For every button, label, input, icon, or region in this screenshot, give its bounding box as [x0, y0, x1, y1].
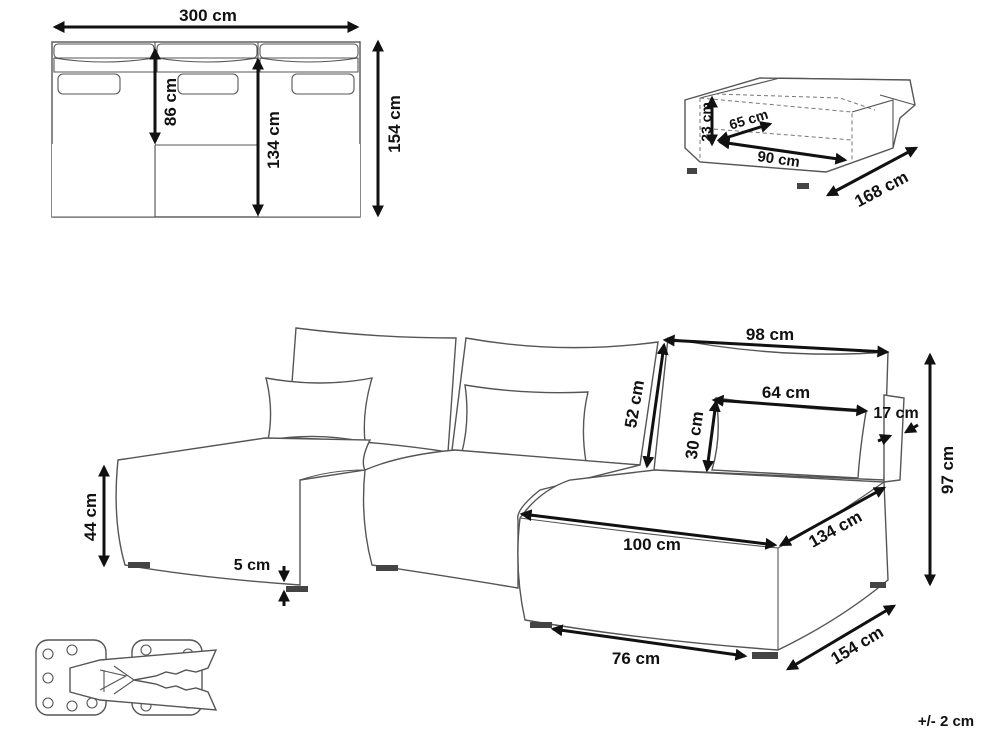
dim-back-height-line	[642, 342, 669, 469]
dim-chaise-width: 100 cm	[623, 535, 681, 554]
dim-back-width: 98 cm	[746, 325, 794, 344]
dim-total-height: 97 cm	[938, 446, 957, 494]
top-view	[51, 41, 361, 218]
dim-arm-width-right-arrow	[903, 421, 919, 434]
dim-inner-width-line	[550, 624, 748, 661]
dim-pillow-height-line	[702, 399, 721, 473]
dim-back-width-line	[662, 334, 890, 358]
dim-leg-height: 5 cm	[234, 557, 270, 574]
dim-inner-width: 76 cm	[612, 649, 660, 668]
dim-top-width: 300 cm	[179, 6, 237, 25]
dim-arm-width-left-arrow	[877, 434, 893, 446]
dim-chaise-width-line	[519, 509, 778, 550]
seat-module-middle	[362, 449, 641, 589]
dim-top-seat-depth: 86 cm	[161, 78, 180, 126]
top-pillow-left	[57, 73, 121, 95]
dim-ottoman-total: 168 cm	[851, 167, 911, 211]
dim-arm-width: 17 cm	[873, 405, 918, 422]
connector-clip-icon	[35, 639, 218, 716]
top-pillow-right	[291, 73, 355, 95]
seat-module-left	[115, 437, 372, 586]
dim-pillow-width: 64 cm	[762, 383, 810, 402]
dim-pillow-width-line	[711, 394, 869, 417]
pillow-middle	[461, 384, 589, 463]
dim-chaise-length-line	[785, 604, 897, 671]
ottoman-view	[684, 77, 916, 189]
dim-ottoman-total-line	[825, 146, 919, 197]
tolerance-note: +/- 2 cm	[918, 713, 974, 730]
dim-ottoman-height: 23 cm	[698, 102, 714, 142]
dim-ottoman-depth-line	[716, 121, 773, 143]
pillow-left	[265, 377, 373, 443]
dim-chaise-depth-line	[778, 486, 887, 547]
top-pillow-middle	[177, 73, 239, 95]
sofa-perspective-view	[115, 327, 905, 659]
dim-ottoman-width: 90 cm	[756, 148, 800, 171]
dim-top-chaise-depth: 134 cm	[264, 111, 283, 169]
dim-ottoman-width-line	[717, 137, 848, 165]
chaise-module	[517, 469, 889, 651]
dim-top-total-depth: 154 cm	[385, 95, 404, 153]
dim-seat-height: 44 cm	[81, 493, 100, 541]
